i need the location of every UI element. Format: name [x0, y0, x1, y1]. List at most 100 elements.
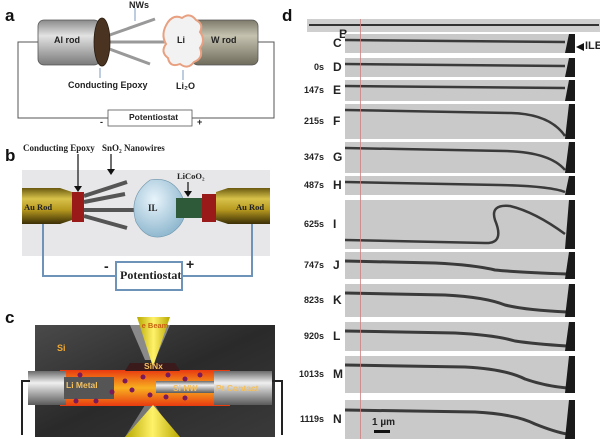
conducting-epoxy	[93, 17, 111, 67]
si-nanowire	[156, 381, 214, 393]
circuit-wire	[42, 224, 116, 277]
epoxy-label-a: Conducting Epoxy	[68, 80, 148, 90]
nanowire-image	[345, 176, 575, 195]
ebeam-label: e Beam	[141, 321, 169, 330]
electrode-tip	[565, 200, 575, 249]
panel-a-label: a	[5, 6, 15, 25]
electrode-tip	[565, 356, 575, 393]
circuit-wire	[182, 224, 253, 277]
nanowire-path	[345, 408, 568, 436]
scale-bar	[374, 430, 390, 433]
tem-frame	[345, 58, 575, 77]
ile-arrow-icon	[576, 43, 584, 51]
sno2-nanowire	[83, 214, 128, 230]
si-label: Si	[57, 343, 66, 353]
sinx-label: SiNx	[144, 361, 163, 371]
au-rod-right	[216, 188, 270, 224]
tem-frame	[345, 356, 575, 393]
frame-time: 625s	[303, 218, 324, 229]
ile-label: ILE	[585, 40, 600, 52]
licoo2-cathode	[176, 198, 202, 218]
electrode-tip	[565, 176, 575, 195]
pt-contact-cylinder	[214, 371, 272, 405]
sno2-nanowire	[83, 192, 126, 204]
panel-b-label: b	[5, 146, 16, 165]
nanowire	[103, 45, 151, 66]
nanowire-image	[345, 356, 575, 393]
frame-time: 823s	[303, 294, 324, 305]
w-rod-label: W rod	[211, 35, 237, 45]
electrode-tip	[565, 284, 575, 317]
nanowire-image	[345, 322, 575, 351]
nanowire-path	[345, 363, 568, 390]
reference-line	[360, 19, 361, 439]
nanowire-path	[345, 329, 568, 348]
nanowire-image	[345, 58, 575, 77]
nanowire-image	[345, 34, 575, 53]
li-ion	[73, 398, 79, 404]
circuit-wire	[192, 41, 275, 119]
electrode-tip	[565, 80, 575, 101]
minus-sign-b: -	[104, 258, 109, 274]
il-droplet	[133, 179, 186, 238]
tem-frame	[345, 252, 575, 279]
si-nw-label: Si NW	[173, 383, 198, 393]
tem-frame	[345, 142, 575, 173]
nanowire-path	[345, 108, 567, 137]
nanowire-path	[345, 84, 566, 90]
electrode-tip	[565, 252, 575, 279]
frame-letter: H	[333, 177, 342, 192]
tem-frame	[345, 322, 575, 351]
li-metal-label: Li Metal	[66, 380, 98, 390]
nanowire	[103, 17, 156, 39]
li-ion	[77, 372, 83, 378]
electron-beam-top	[137, 317, 170, 367]
nanowire-image	[345, 80, 575, 101]
potentiostat-box-a	[107, 109, 193, 127]
holder-bracket	[21, 380, 30, 435]
frame-letter: D	[333, 59, 342, 74]
tem-frame	[345, 104, 575, 139]
li-ion	[129, 387, 135, 393]
epoxy-label-b: Conducting Epoxy	[23, 143, 95, 153]
nanowire-image	[345, 284, 575, 317]
li-ion	[122, 378, 128, 384]
al-rod-label: Al rod	[54, 35, 80, 45]
holder-bracket	[272, 380, 283, 435]
electrode-tip	[565, 104, 575, 139]
li-ion	[165, 372, 171, 378]
nanowire-path	[345, 291, 568, 314]
electrode-tip	[565, 322, 575, 351]
pt-contact-label: Pt Contact	[216, 383, 259, 393]
frame-time: 920s	[303, 330, 324, 341]
potentiostat-label-a: Potentiostat	[129, 112, 179, 122]
li-label: Li	[177, 35, 185, 45]
frame-time: 215s	[303, 115, 324, 126]
frame-time: 1119s	[299, 413, 324, 424]
nanowire-image	[345, 142, 575, 173]
li-metal	[64, 377, 114, 399]
panel-a-diagram	[17, 8, 275, 127]
epoxy-left	[72, 192, 84, 222]
frame-letter: K	[333, 292, 342, 307]
nanowire-path	[345, 204, 566, 245]
panel-d-label: d	[282, 6, 293, 25]
li-ion	[140, 374, 146, 380]
sinx-membrane	[125, 363, 180, 371]
left-contact-cylinder	[28, 371, 66, 405]
nanowire-path	[345, 38, 566, 44]
circuit-wire	[17, 41, 108, 119]
nws-label: NWs	[129, 0, 149, 10]
tem-frame	[345, 34, 575, 53]
frame-letter: G	[333, 149, 343, 164]
frame-letter: F	[333, 113, 341, 128]
li-ion	[147, 392, 153, 398]
au-rod-left	[22, 188, 72, 224]
nanowire-image	[345, 200, 575, 249]
tem-frame	[345, 176, 575, 195]
potentiostat-label-b: Potentiostat	[120, 268, 182, 282]
electron-beam-bottom	[125, 405, 180, 437]
potentiostat-box-b	[115, 261, 183, 291]
frame-letter: I	[333, 216, 337, 231]
au-rod-right-label: Au Rod	[236, 202, 265, 212]
